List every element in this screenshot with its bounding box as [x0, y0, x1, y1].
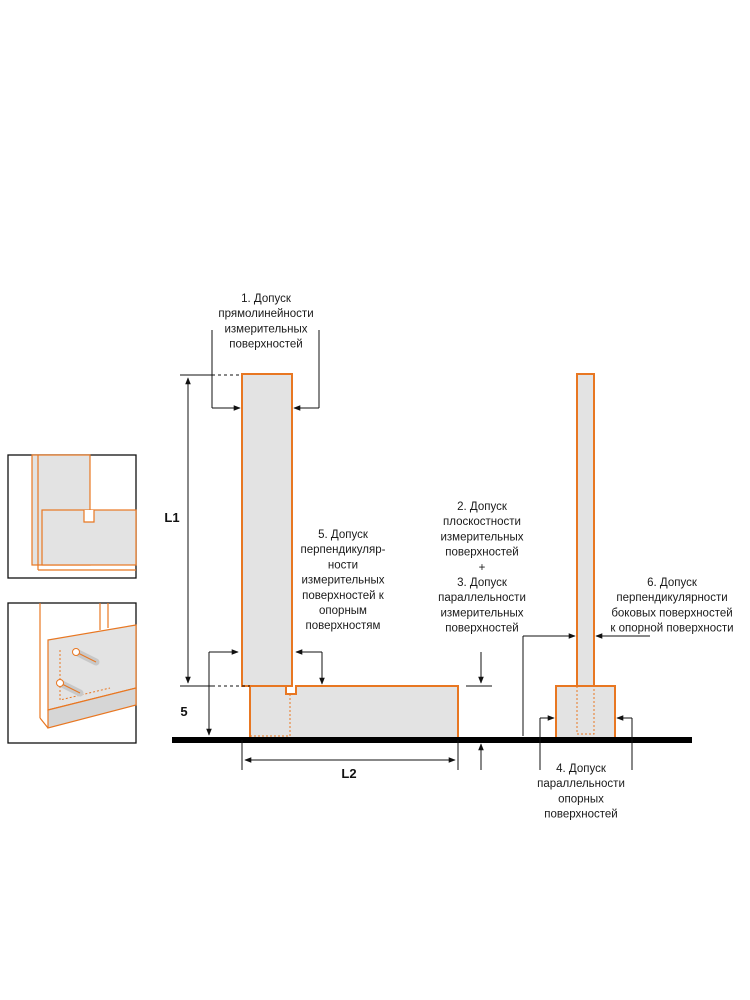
dimension-5 — [206, 649, 239, 736]
side-view-blade — [576, 373, 595, 687]
label-line: 1. Допуск — [241, 293, 292, 305]
dimension-label-5: 5 — [180, 704, 187, 719]
label-line: поверхностей — [544, 809, 617, 821]
label-line: опорных — [558, 793, 604, 805]
label-line: 4. Допуск — [556, 763, 607, 775]
dimension-l1 — [180, 374, 250, 687]
label-line: к опорной поверхности — [610, 623, 733, 635]
label-line: прямолинейности — [218, 308, 313, 320]
dimension-label-l2: L2 — [341, 766, 356, 781]
label-side-perpendicularity-tolerance: 6. Допуск перпендикулярности боковых повер… — [610, 577, 733, 635]
leader-tolerance-5 — [295, 649, 325, 685]
pin-icon — [56, 679, 84, 697]
dimension-l2 — [241, 740, 459, 770]
label-line: плоскостности — [443, 516, 521, 528]
label-line: измерительных — [301, 575, 384, 587]
inset-detail-top — [7, 454, 137, 579]
label-line: 3. Допуск — [457, 577, 508, 589]
label-perpendicularity-tolerance: 5. Допуск перпендикуляр-ности измерительны… — [301, 529, 386, 632]
label-line: перпендикуляр- — [301, 544, 386, 556]
label-line: поверхностей — [445, 547, 518, 559]
label-line: 6. Допуск — [647, 577, 698, 589]
square-base — [249, 685, 459, 739]
pin-icon — [72, 648, 100, 666]
label-line: параллельности — [438, 592, 526, 604]
label-line: поверхностей — [445, 623, 518, 635]
label-line: измерительных — [224, 323, 307, 335]
label-line: 5. Допуск — [318, 529, 369, 541]
leader-tolerance-6 — [522, 633, 650, 736]
label-flatness-parallelism-tolerance: 2. Допуск плоскостности измерительных повер… — [438, 501, 526, 635]
label-line: поверхностей к — [302, 590, 385, 602]
label-line: измерительных — [440, 607, 523, 619]
side-view-base — [555, 685, 616, 739]
label-line: 2. Допуск — [457, 501, 508, 513]
label-line: + — [479, 562, 486, 574]
label-line: боковых поверхностей — [611, 607, 732, 619]
inset-detail-bottom — [7, 602, 137, 744]
label-line: поверхностей — [229, 339, 302, 351]
label-line: опорным — [319, 605, 367, 617]
label-line: перпендикулярности — [616, 592, 727, 604]
surface-plate — [172, 737, 692, 743]
label-base-parallelism-tolerance: 4. Допуск параллельности опорных поверхност… — [537, 763, 625, 821]
label-straightness-tolerance: 1. Допуск прямолинейности измерительных пов… — [218, 293, 313, 351]
square-blade — [241, 373, 293, 687]
leader-tolerance-4 — [539, 715, 633, 770]
label-line: ности — [328, 559, 358, 571]
label-line: поверхностям — [306, 620, 381, 632]
leader-tolerance-1 — [211, 330, 320, 411]
leader-tolerance-2-3 — [466, 652, 492, 770]
label-line: параллельности — [537, 778, 625, 790]
dimension-label-l1: L1 — [164, 510, 179, 525]
label-line: измерительных — [440, 531, 523, 543]
